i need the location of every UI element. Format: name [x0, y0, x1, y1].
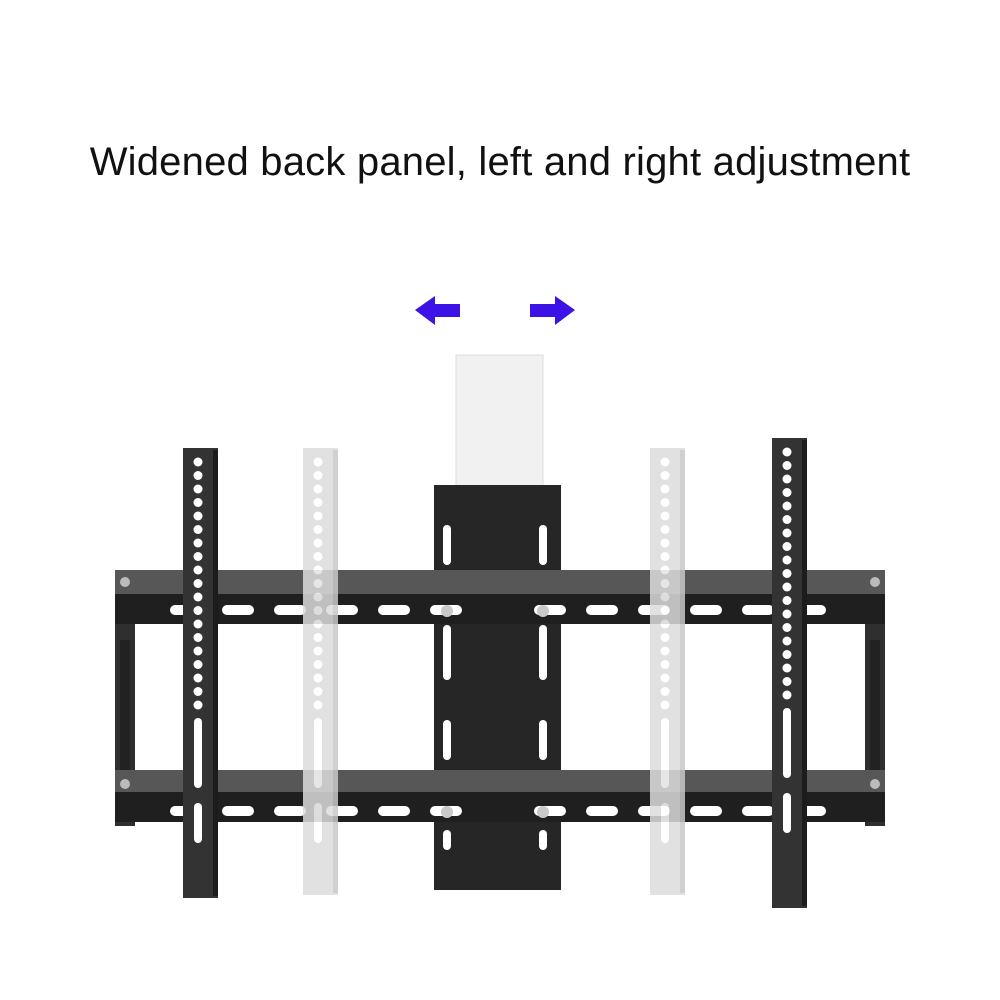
rail-slot — [222, 806, 254, 816]
rail-slot — [690, 605, 722, 615]
plate-slot — [443, 830, 451, 850]
rail-slot — [378, 605, 410, 615]
rail-slot — [586, 605, 618, 615]
plate-slot — [539, 830, 547, 850]
rail-slot — [690, 806, 722, 816]
vesa-arm — [772, 438, 807, 908]
top-rail — [115, 570, 885, 596]
plate-slot — [539, 625, 547, 680]
rail-slot — [742, 605, 774, 615]
vesa-arm-ghost — [303, 448, 338, 895]
rail-slot — [586, 806, 618, 816]
panel-extension — [455, 354, 544, 488]
plate-slot — [443, 720, 451, 760]
plate-slot — [539, 720, 547, 760]
arrow-left-icon — [415, 296, 460, 325]
vesa-arm — [183, 448, 218, 898]
rail-slot — [274, 806, 306, 816]
rail-slot — [274, 605, 306, 615]
rail-slot — [742, 806, 774, 816]
plate-slot — [443, 625, 451, 680]
caption: Widened back panel, left and right adjus… — [89, 140, 911, 184]
rail-slot — [222, 605, 254, 615]
plate-slot — [539, 525, 547, 565]
rail-slot — [378, 806, 410, 816]
bottom-rail — [115, 770, 885, 794]
plate-slot — [443, 525, 451, 565]
vesa-arm-ghost — [650, 448, 685, 895]
arrow-right-icon — [530, 296, 575, 325]
